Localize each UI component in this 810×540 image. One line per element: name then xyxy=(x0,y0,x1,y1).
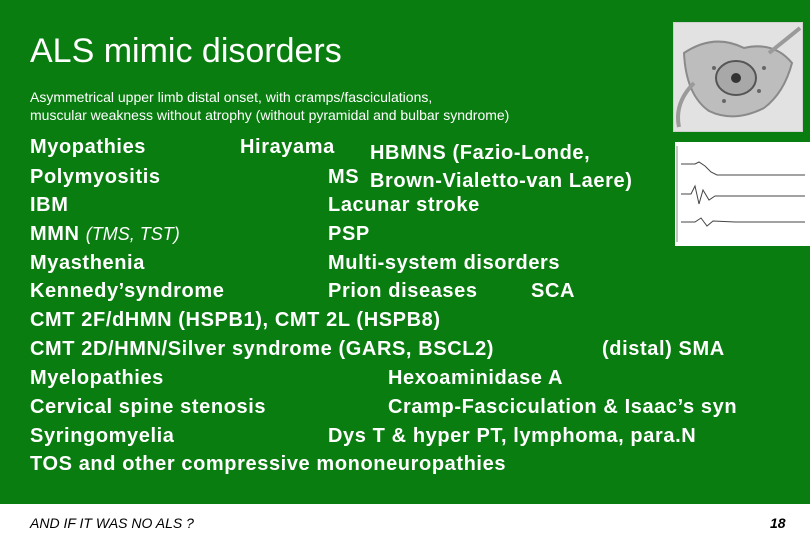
item-cmt-2d: CMT 2D/HMN/Silver syndrome (GARS, BSCL2) xyxy=(30,338,495,360)
item-sca: SCA xyxy=(531,280,576,302)
item-mmn: MMN (TMS, TST) xyxy=(30,223,180,246)
item-distal-sma: (distal) SMA xyxy=(602,338,725,360)
emg-trace-image xyxy=(675,142,810,246)
item-myelopathies: Myelopathies xyxy=(30,367,164,389)
item-cervical-stenosis: Cervical spine stenosis xyxy=(30,396,267,418)
emg-trace-svg xyxy=(676,146,805,242)
item-hirayama: Hirayama xyxy=(240,136,335,158)
item-mmn-label: MMN xyxy=(30,223,80,245)
item-kennedy: Kennedy’syndrome xyxy=(30,280,225,302)
neuron-micrograph-image xyxy=(673,22,803,132)
item-mmn-note: (TMS, TST) xyxy=(85,224,180,244)
item-hexoaminidase: Hexoaminidase A xyxy=(388,367,563,389)
item-lacunar-stroke: Lacunar stroke xyxy=(328,194,480,216)
item-hbmns: HBMNS (Fazio-Londe, xyxy=(370,142,591,164)
slide-title: ALS mimic disorders xyxy=(30,32,342,70)
item-cmt-2f: CMT 2F/dHMN (HSPB1), CMT 2L (HSPB8) xyxy=(30,309,441,331)
footer-bar xyxy=(0,504,810,540)
slide: ALS mimic disorders Asymmetrical upper l… xyxy=(0,0,810,504)
item-ms: MS xyxy=(328,166,360,188)
item-myasthenia: Myasthenia xyxy=(30,252,145,274)
item-brown-vialetto: Brown-Vialetto-van Laere) xyxy=(370,170,633,192)
item-dys-t: Dys T & hyper PT, lymphoma, para.N xyxy=(328,425,697,447)
item-tos: TOS and other compressive mononeuropathi… xyxy=(30,453,507,475)
item-multi-system: Multi-system disorders xyxy=(328,252,561,274)
item-ibm: IBM xyxy=(30,194,69,216)
subtitle-line-1: Asymmetrical upper limb distal onset, wi… xyxy=(30,89,433,105)
item-psp: PSP xyxy=(328,223,370,245)
item-prion: Prion diseases xyxy=(328,280,478,302)
subtitle-line-2: muscular weakness without atrophy (witho… xyxy=(30,107,510,123)
item-cramp-fasciculation: Cramp-Fasciculation & Isaac’s syn xyxy=(388,396,738,418)
page-number: 18 xyxy=(770,515,786,531)
neuron-micrograph-svg xyxy=(674,23,802,131)
item-syringomyelia: Syringomyelia xyxy=(30,425,175,447)
footer-question: AND IF IT WAS NO ALS ? xyxy=(30,515,194,531)
item-polymyositis: Polymyositis xyxy=(30,166,161,188)
item-myopathies: Myopathies xyxy=(30,136,147,158)
